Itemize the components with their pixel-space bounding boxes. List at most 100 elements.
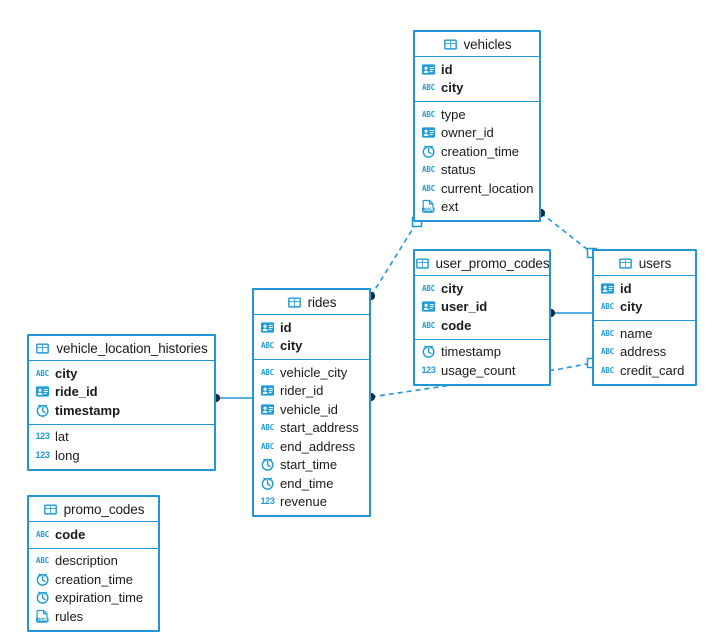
- column-label: expiration_time: [55, 590, 144, 606]
- id-card-icon: [35, 386, 50, 397]
- abc-text-icon: ABC: [422, 165, 435, 174]
- column-users-id[interactable]: id: [594, 279, 695, 298]
- table-title-users: users: [638, 255, 672, 271]
- column-label: current_location: [441, 180, 534, 196]
- table-icon: [618, 257, 632, 269]
- table-header-users[interactable]: users: [594, 251, 695, 276]
- svg-text:JSON: JSON: [37, 617, 47, 622]
- id-card-icon: [421, 64, 436, 75]
- json-document-icon: JSON: [422, 200, 435, 213]
- table-header-promo_codes[interactable]: promo_codes: [29, 497, 158, 522]
- column-label: usage_count: [441, 362, 516, 378]
- relationship-upc-users: [546, 308, 592, 318]
- table-title-promo_codes: promo_codes: [63, 501, 145, 517]
- table-header-rides[interactable]: rides: [254, 290, 369, 315]
- clock-icon: [261, 477, 274, 490]
- table-title-vehicle_location_histories: vehicle_location_histories: [56, 340, 208, 356]
- 123-number-icon: 123: [260, 496, 275, 507]
- column-vehicles-owner_id[interactable]: owner_id: [415, 124, 539, 143]
- column-user_promo_codes-usage_count[interactable]: 123 usage_count: [415, 361, 549, 380]
- column-label: type: [441, 106, 466, 122]
- column-rides-start_time[interactable]: start_time: [254, 456, 369, 475]
- column-label: start_time: [280, 457, 338, 473]
- column-vehicles-creation_time[interactable]: creation_time: [415, 142, 539, 161]
- column-rides-vehicle_city[interactable]: ABC vehicle_city: [254, 363, 369, 382]
- svg-text:JSON: JSON: [423, 207, 433, 212]
- column-vehicles-current_location[interactable]: ABC current_location: [415, 179, 539, 198]
- column-label: address: [620, 344, 667, 360]
- column-label: user_id: [441, 299, 488, 315]
- table-icon: [443, 38, 457, 50]
- column-vehicle_location_histories-ride_id[interactable]: ride_id: [29, 383, 214, 402]
- column-label: vehicle_city: [280, 364, 348, 380]
- column-rides-vehicle_id[interactable]: vehicle_id: [254, 400, 369, 419]
- 123-number-icon: 123: [421, 364, 436, 375]
- abc-text-icon: ABC: [36, 368, 49, 378]
- table-header-vehicles[interactable]: vehicles: [415, 32, 539, 57]
- table-header-vehicle_location_histories[interactable]: vehicle_location_histories: [29, 336, 214, 361]
- id-card-icon: [260, 404, 275, 415]
- column-rides-rider_id[interactable]: rider_id: [254, 382, 369, 401]
- abc-text-icon: ABC: [601, 302, 614, 311]
- column-label: creation_time: [441, 143, 520, 159]
- column-rides-end_time[interactable]: end_time: [254, 474, 369, 493]
- column-promo_codes-creation_time[interactable]: creation_time: [29, 570, 158, 589]
- column-label: city: [441, 280, 464, 296]
- column-label: rider_id: [280, 383, 324, 399]
- clock-icon: [36, 591, 49, 605]
- column-label: end_time: [280, 475, 334, 491]
- column-label: code: [441, 317, 472, 333]
- column-users-address[interactable]: ABC address: [594, 343, 695, 362]
- column-vehicles-type[interactable]: ABC type: [415, 105, 539, 124]
- table-header-user_promo_codes[interactable]: user_promo_codes: [415, 251, 550, 276]
- abc-text-icon: ABC: [261, 367, 274, 377]
- column-label: id: [280, 319, 292, 335]
- json-document-icon: JSON: [36, 609, 49, 623]
- column-rides-id[interactable]: id: [254, 318, 369, 337]
- abc-text-icon: ABC: [601, 347, 614, 356]
- column-vehicle_location_histories-timestamp[interactable]: timestamp: [29, 401, 214, 420]
- table-icon: [36, 342, 50, 354]
- column-vehicles-id[interactable]: id: [415, 60, 539, 79]
- column-label: credit_card: [620, 362, 685, 378]
- abc-text-icon: ABC: [422, 183, 435, 193]
- abc-text-icon: ABC: [422, 109, 435, 119]
- clock-icon: [422, 145, 435, 158]
- column-user_promo_codes-timestamp[interactable]: timestamp: [415, 343, 549, 362]
- id-card-icon: [421, 127, 436, 138]
- column-user_promo_codes-user_id[interactable]: user_id: [415, 298, 549, 317]
- column-label: description: [55, 553, 118, 569]
- column-promo_codes-expiration_time[interactable]: expiration_time: [29, 589, 158, 608]
